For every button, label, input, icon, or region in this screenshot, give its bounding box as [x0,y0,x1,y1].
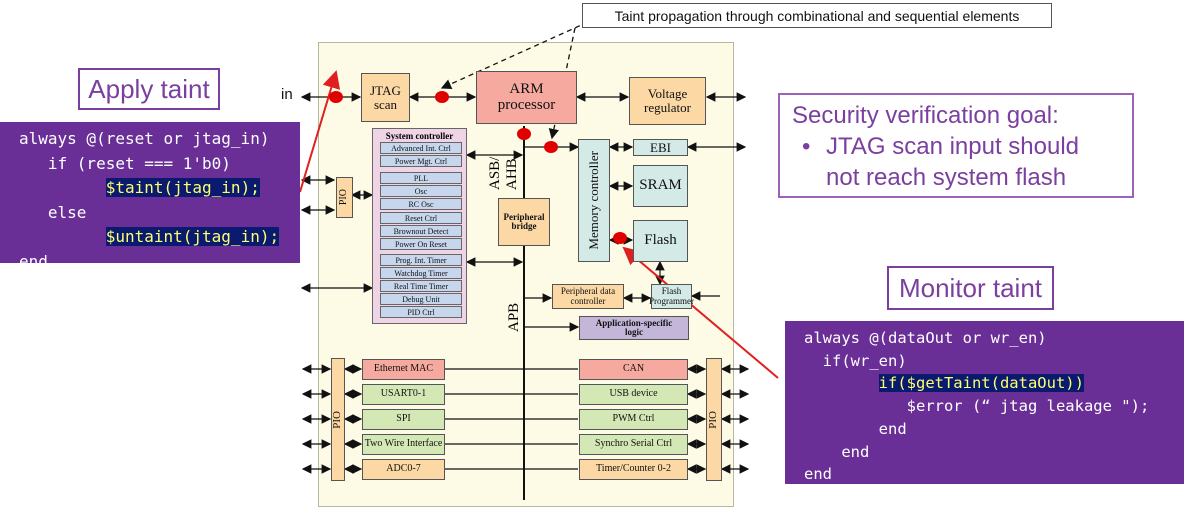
system-controller-item: Real Time Timer [380,280,462,292]
code-line: if (reset === 1'b0) [19,153,231,173]
input-label: in [281,86,293,103]
sram-block: SRAM [633,165,688,207]
code-line: always @(dataOut or wr_en) [804,329,1047,347]
get-taint-call: if($getTaint(dataOut)) [878,374,1084,393]
code-line: always @(reset or jtag_in) [19,129,270,148]
peripheral-bridge-block: Peripheral bridge [498,198,550,246]
security-goal-box: Security verification goal: • JTAG scan … [778,93,1134,198]
system-controller-item: Power On Reset [380,238,462,250]
taint-call: $taint(jtag_in); [105,178,260,197]
apply-taint-code: always @(reset or jtag_in) if (reset ===… [0,122,300,271]
system-controller-item: Debug Unit [380,293,462,305]
code-indent [804,374,879,392]
system-controller-item: PID Ctrl [380,306,462,318]
monitor-taint-code: always @(dataOut or wr_en) if(wr_en) if(… [785,321,1184,484]
left-peripheral-block: USART0-1 [362,384,445,405]
code-line: $untaint(jtag_in); [19,225,300,250]
goal-line-wrap: not reach system flash [792,162,1122,193]
code-line: if($getTaint(dataOut)) [804,372,1184,395]
pio-label: PIO [707,410,720,429]
system-controller-item: Watchdog Timer [380,267,462,279]
code-line: end [804,465,832,484]
pio-label: PIO [331,410,344,429]
memory-controller-label: Memory controller [586,151,602,250]
right-peripheral-block: USB device [579,384,688,405]
pio-label: PIO [338,189,350,206]
left-peripheral-block: Ethernet MAC [362,359,445,380]
code-line: $error (“ jtag leakage "); [804,397,1150,416]
code-line: else [19,202,87,222]
asb-ahb-label: ASB/ AHB [487,156,520,190]
flash-programmer-block: Flash Programmer [649,284,694,309]
bullet-spacer [792,162,826,193]
taint-propagation-note: Taint propagation through combinational … [582,3,1052,28]
untaint-call: $untaint(jtag_in); [105,227,280,246]
left-peripheral-block: ADC0-7 [362,459,445,480]
system-controller-item: Prog. Int. Timer [380,254,462,266]
system-controller-item: Power Mgt. Ctrl [380,155,462,167]
code-line: if(wr_en) [804,351,907,370]
code-line: end [804,419,907,438]
goal-line-2: not reach system flash [826,164,1067,191]
right-peripheral-block: Synchro Serial Ctrl [579,434,688,455]
voltage-regulator-block: Voltage regulator [629,77,706,125]
pio-left-bottom: PIO [331,358,345,481]
code-line: end [804,442,870,461]
system-controller-item: Osc [380,185,462,197]
apb-label: APB [506,302,522,332]
code-indent [19,227,106,246]
monitor-taint-callout: Monitor taint [887,266,1054,310]
memory-controller-block: Memory controller [578,139,610,262]
system-controller-item: PLL [380,172,462,184]
system-controller-title: System controller [385,131,454,141]
right-peripheral-block: CAN [579,359,688,380]
left-peripheral-block: Two Wire Interface [362,434,445,455]
pio-left-top: PIO [336,177,353,218]
goal-heading: Security verification goal: [792,102,1059,129]
right-peripheral-block: Timer/Counter 0-2 [579,459,688,480]
system-controller-item: Reset Ctrl [380,212,462,224]
code-indent [19,178,106,197]
ebi-block: EBI [633,139,688,156]
system-controller-item: Brownout Detect [380,225,462,237]
peripheral-data-controller-block: Peripheral data controller [552,284,624,309]
system-controller-item: Advanced Int. Ctrl [380,142,462,154]
code-line: end [19,251,48,271]
jtag-scan-block: JTAG scan [361,73,410,122]
goal-line-1: JTAG scan input should [826,133,1080,160]
goal-bullet-line: • JTAG scan input should [792,131,1122,162]
right-peripheral-block: PWM Ctrl [579,409,688,430]
application-logic-block: Application-specific logic [579,316,689,340]
arm-processor-block: ARM processor [476,71,577,124]
pio-right-bottom: PIO [706,358,722,481]
apply-taint-callout: Apply taint [78,68,220,110]
left-peripheral-block: SPI [362,409,445,430]
bullet-icon: • [802,133,811,160]
system-controller-item: RC Osc [380,198,462,210]
flash-block: Flash [633,220,688,262]
code-line: $taint(jtag_in); [19,176,300,201]
